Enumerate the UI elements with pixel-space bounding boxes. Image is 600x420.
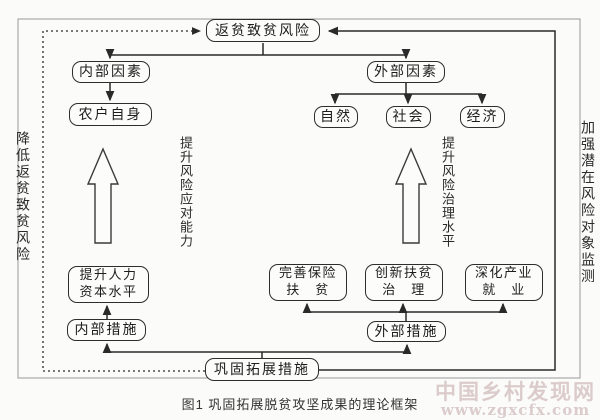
tree-connectors <box>102 43 508 358</box>
node-human-capital: 提升人力 资本水平 <box>68 266 149 303</box>
up-arrow-left-icon <box>86 147 120 244</box>
node-internal-factor: 内部因素 <box>72 61 150 83</box>
up-arrow-right-icon <box>394 147 428 244</box>
node-farmer-self: 农户自身 <box>69 103 152 126</box>
node-society: 社会 <box>386 106 431 128</box>
node-internal-measure: 内部措施 <box>67 319 146 341</box>
node-innovate-governance: 创新扶贫 治 理 <box>365 264 443 301</box>
label-reduce-poverty-risk: 降低返贫致贫风险 <box>14 131 30 263</box>
label-improve-risk-governance: 提升风险治理水平 <box>439 136 454 248</box>
dotted-feedback-path <box>42 27 205 372</box>
label-strengthen-monitoring: 加强潜在风险对象监测 <box>579 120 595 285</box>
node-industry-employment: 深化产业 就 业 <box>465 264 543 301</box>
label-improve-risk-response: 提升风险应对能力 <box>177 136 192 248</box>
node-external-factor: 外部因素 <box>367 61 445 83</box>
node-risk: 返贫致贫风险 <box>206 19 320 42</box>
node-consolidate-measures: 巩固拓展措施 <box>205 358 319 381</box>
node-economy: 经济 <box>460 106 505 128</box>
solid-feedback-path <box>318 26 556 371</box>
figure-caption: 图1 巩固拓展脱贫攻坚成果的理论框架 <box>181 397 419 412</box>
node-external-measure: 外部措施 <box>367 321 446 342</box>
node-natural: 自然 <box>314 106 358 128</box>
node-insurance-poverty-relief: 完善保险 扶 贫 <box>269 264 347 301</box>
